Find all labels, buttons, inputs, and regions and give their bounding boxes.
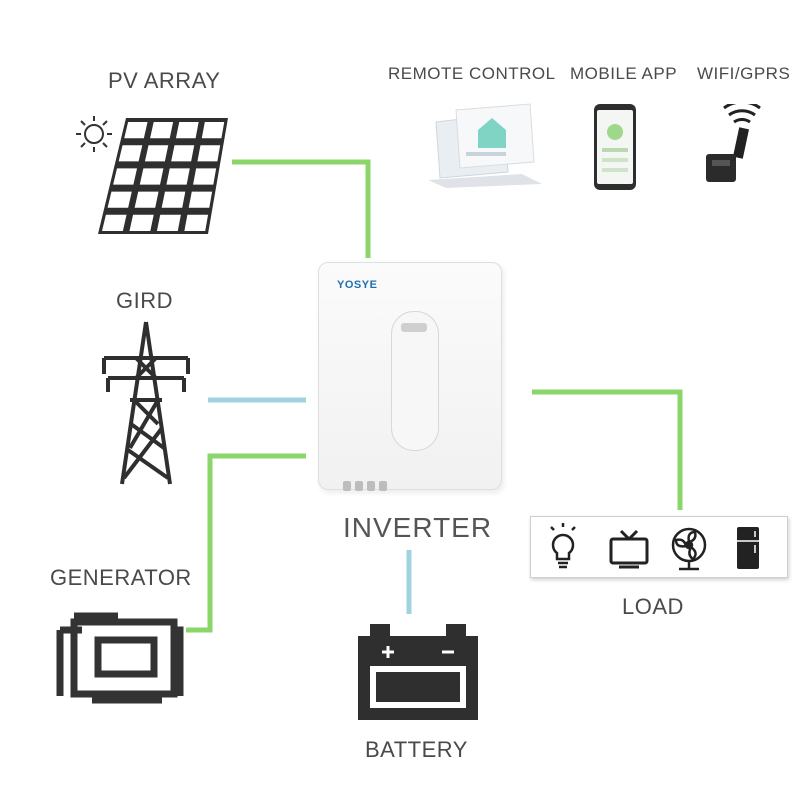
remote-control-label: REMOTE CONTROL <box>388 64 556 83</box>
solar-cell <box>107 191 132 208</box>
inverter-ports <box>343 481 391 493</box>
solar-cell <box>134 191 159 208</box>
inverter-logo: YOSYE <box>337 279 378 291</box>
lightbulb-icon <box>550 523 576 569</box>
grid-label: GIRD <box>116 288 173 313</box>
pv-wire <box>232 159 371 258</box>
solar-cell <box>113 168 138 185</box>
battery-icon <box>358 624 478 720</box>
solar-cell <box>156 214 181 231</box>
load-label: LOAD <box>622 594 684 619</box>
solar-cell <box>161 191 186 208</box>
tv-icon <box>609 529 649 569</box>
pv-array-graphic <box>76 116 228 234</box>
solar-cell <box>171 145 195 162</box>
mobile-app-label: MOBILE APP <box>570 64 678 83</box>
solar-cell <box>150 122 174 139</box>
generator-icon <box>56 612 184 704</box>
load-box <box>530 516 788 578</box>
solar-cell <box>197 145 221 162</box>
solar-cell <box>188 191 213 208</box>
inverter-display <box>401 323 427 332</box>
pv-array-label: PV ARRAY <box>108 68 221 93</box>
load-appliances <box>550 523 759 571</box>
sun-icon <box>76 116 112 152</box>
wifi-dongle-icon <box>706 104 761 182</box>
solar-cell <box>102 214 127 231</box>
solar-cell <box>118 145 143 162</box>
laptop-icon <box>428 103 542 188</box>
solar-cell <box>175 122 199 139</box>
transmission-tower-icon <box>102 321 190 485</box>
solar-cell <box>201 122 225 139</box>
fridge-icon <box>737 527 759 569</box>
battery-label: BATTERY <box>365 737 468 762</box>
phone-icon <box>594 104 636 190</box>
load-wire <box>532 389 683 510</box>
solar-cell <box>193 168 217 185</box>
solar-cell <box>129 214 154 231</box>
inverter-front-panel <box>391 311 439 451</box>
wifi-gprs-label: WIFI/GPRS <box>697 64 791 83</box>
solar-cell <box>144 145 169 162</box>
fan-icon <box>671 527 707 571</box>
solar-cell <box>184 214 209 231</box>
solar-panel-icon <box>98 118 228 234</box>
solar-cell <box>166 168 190 185</box>
inverter-label: INVERTER <box>343 512 493 543</box>
generator-label: GENERATOR <box>50 565 192 590</box>
inverter-unit: YOSYE <box>318 262 502 493</box>
generator-wire <box>186 453 306 633</box>
solar-cell <box>139 168 164 185</box>
solar-cell <box>124 122 148 139</box>
